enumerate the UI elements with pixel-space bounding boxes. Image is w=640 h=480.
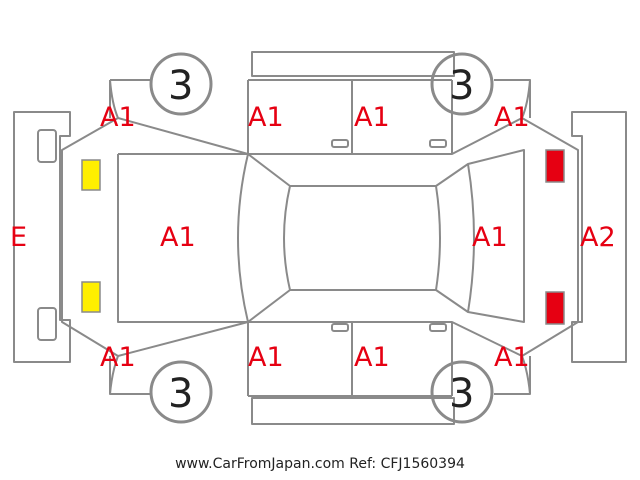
tire-rear-left: 3 [449, 63, 474, 109]
label-hood: A1 [160, 222, 196, 253]
yellow-marker-top [81, 159, 101, 191]
rear-bumper-outline [571, 111, 627, 363]
front-bumper-slot-top [37, 129, 57, 163]
label-rear-right-corner: A1 [494, 342, 530, 373]
footer-site: www.CarFromJapan.com [175, 456, 345, 472]
tire-circle-front-right [149, 360, 213, 424]
windshield-outline [237, 153, 291, 323]
label-front-door-right: A1 [248, 342, 284, 373]
label-rear-left-corner: A1 [494, 102, 530, 133]
right-side-panel [251, 397, 455, 425]
left-door-handle-front [331, 139, 349, 148]
right-roof-edge [247, 322, 453, 397]
right-door-handle-front [331, 323, 349, 332]
footer: www.CarFromJapan.com Ref: CFJ1560394 [0, 456, 640, 472]
car-body-outline [61, 79, 579, 357]
roof-outline [290, 185, 441, 291]
left-side-panel [251, 51, 455, 77]
front-bumper-outline [13, 111, 71, 363]
front-bumper-slot-bottom [37, 307, 57, 341]
tire-circle-rear-right [430, 360, 494, 424]
footer-ref: Ref: CFJ1560394 [349, 456, 465, 472]
label-front-bumper: E [10, 222, 27, 253]
label-rear-door-right: A1 [354, 342, 390, 373]
trunk-outline [467, 149, 525, 323]
label-front-door-left: A1 [248, 102, 284, 133]
tire-front-left: 3 [168, 63, 193, 109]
left-roof-edge [247, 79, 453, 154]
tire-circle-front-left [149, 52, 213, 116]
left-door-handle-rear [429, 139, 447, 148]
red-marker-bottom [545, 291, 565, 325]
tire-circle-rear-left [430, 52, 494, 116]
tire-rear-right: 3 [449, 371, 474, 417]
right-door-handle-rear [429, 323, 447, 332]
hood-outline [117, 153, 248, 323]
label-front-right-corner: A1 [100, 342, 136, 373]
label-rear-door-left: A1 [354, 102, 390, 133]
label-front-left-corner: A1 [100, 102, 136, 133]
label-rear-bumper: A2 [580, 222, 616, 253]
red-marker-top [545, 149, 565, 183]
body-lower-outline [109, 355, 531, 395]
tire-front-right: 3 [168, 371, 193, 417]
rear-window-outline [435, 163, 475, 313]
label-trunk: A1 [472, 222, 508, 253]
yellow-marker-bottom [81, 281, 101, 313]
